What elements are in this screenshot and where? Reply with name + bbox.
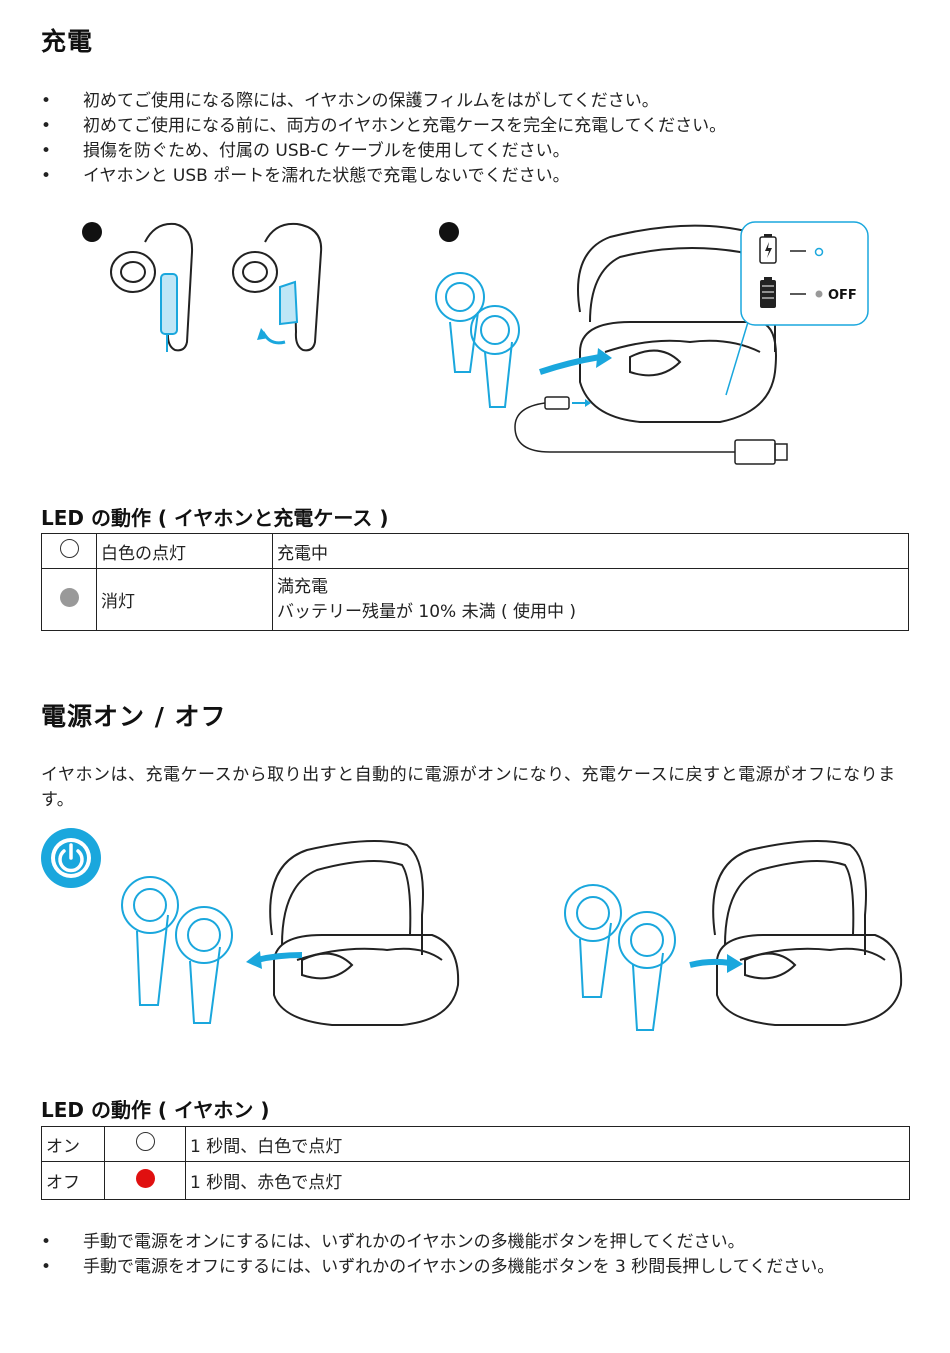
light-cell: 消灯 [96, 568, 273, 631]
led-earbuds-title: LED の動作 ( イヤホン ) [41, 1098, 270, 1122]
list-item: 損傷を防ぐため、付属の USB-C ケーブルを使用してください。 [41, 139, 911, 164]
indicator-cell [104, 1161, 186, 1200]
indicator-cell [41, 533, 97, 569]
earbud-icon [110, 222, 194, 352]
table-row: オフ 1 秒間、赤色で点灯 [41, 1161, 910, 1200]
led-dot-icon [814, 247, 824, 257]
arrow-icon [256, 952, 303, 963]
arrow-head-icon [596, 348, 612, 368]
list-item: イヤホンと USB ポートを濡れた状態で充電しないでください。 [41, 164, 911, 189]
description-cell: 1 秒間、赤色で点灯 [185, 1161, 910, 1200]
arrow-head-icon [727, 954, 743, 973]
list-item: 初めてご使用になる際には、イヤホンの保護フィルムをはがしてください。 [41, 89, 911, 114]
charging-title: 充電 [41, 27, 94, 56]
status-cell: 充電中 [272, 533, 909, 569]
earbud-icon [564, 884, 676, 1031]
white-led-icon [59, 539, 79, 558]
led-earbuds-table: オン 1 秒間、白色で点灯 オフ 1 秒間、赤色で点灯 [41, 1126, 910, 1200]
arrow-icon [539, 354, 601, 375]
status-cell: 満充電 バッテリー残量が 10% 未満 ( 使用中 ) [272, 568, 909, 631]
remove-film-illustration [82, 222, 323, 352]
power-description: イヤホンは、充電ケースから取り出すと自動的に電源がオンになり、充電ケースに戻すと… [41, 765, 896, 810]
step-marker [82, 222, 102, 242]
charging-case-icon [712, 840, 903, 1026]
battery-full-icon [760, 277, 776, 308]
indicator-cell [41, 568, 97, 631]
light-cell: 白色の点灯 [96, 533, 273, 569]
red-led-icon [135, 1168, 155, 1188]
status-line: バッテリー残量が 10% 未満 ( 使用中 ) [277, 601, 577, 622]
take-out-illustration [121, 840, 460, 1026]
list-item: 手動で電源をオフにするには、いずれかのイヤホンの多機能ボタンを 3 秒間長押しし… [41, 1255, 911, 1280]
earbud-icon [435, 272, 520, 408]
led-case-table: 白色の点灯 充電中 消灯 満充電 バッテリー残量が 10% 未満 ( 使用中 ) [41, 533, 909, 631]
earbud-icon [121, 876, 233, 1024]
gray-led-icon [59, 587, 79, 607]
step-marker [439, 222, 459, 242]
list-item: 初めてご使用になる前に、両方のイヤホンと充電ケースを完全に充電してください。 [41, 114, 911, 139]
power-icon [41, 828, 101, 888]
label-cell: オン [41, 1126, 105, 1162]
led-case-title: LED の動作 ( イヤホンと充電ケース ) [41, 506, 389, 530]
charging-case-icon [577, 224, 777, 423]
charging-bullets: 初めてご使用になる際には、イヤホンの保護フィルムをはがしてください。 初めてご使… [41, 89, 911, 189]
table-row: オン 1 秒間、白色で点灯 [41, 1126, 910, 1162]
earbud-icon [232, 222, 323, 352]
charging-case-illustration: OFF [435, 221, 869, 465]
led-dot-icon [815, 290, 823, 298]
battery-charging-icon [759, 234, 777, 264]
label-cell: オフ [41, 1161, 105, 1200]
description-cell: 1 秒間、白色で点灯 [185, 1126, 910, 1162]
off-label: OFF [828, 288, 857, 303]
status-line: 満充電 [277, 576, 328, 597]
charging-case-icon [269, 840, 460, 1026]
manual-bullets: 手動で電源をオンにするには、いずれかのイヤホンの多機能ボタンを押してください。 … [41, 1230, 911, 1280]
usb-cable-icon [514, 396, 788, 465]
put-in-illustration [564, 840, 903, 1031]
list-item: 手動で電源をオンにするには、いずれかのイヤホンの多機能ボタンを押してください。 [41, 1230, 911, 1255]
white-led-icon [135, 1132, 155, 1151]
power-title: 電源オン / オフ [41, 702, 227, 731]
arrow-head-icon [246, 951, 262, 969]
table-row: 白色の点灯 充電中 [41, 533, 909, 569]
table-row: 消灯 満充電 バッテリー残量が 10% 未満 ( 使用中 ) [41, 568, 909, 631]
indicator-cell [104, 1126, 186, 1162]
arrow-icon [689, 958, 731, 968]
